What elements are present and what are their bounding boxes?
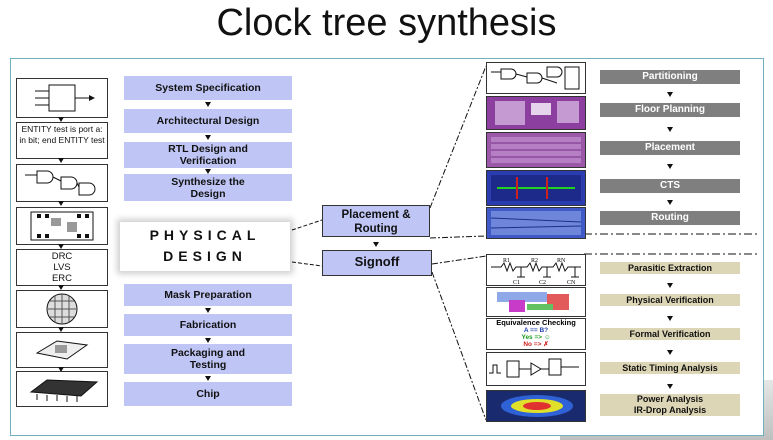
left-arrow-2	[58, 158, 64, 163]
equivalence-line1: A == B?	[523, 326, 549, 334]
ic-chip-graphic	[29, 379, 99, 402]
step-physical-verification: Physical Verification	[600, 294, 740, 306]
flow-chip: Chip	[124, 382, 292, 406]
rt-arrow-1	[667, 92, 673, 97]
flow-arrow-5	[205, 338, 211, 343]
thumb-gates-graphic	[491, 66, 580, 90]
thumb-timing-graphic	[489, 358, 579, 378]
flow-arrow-4	[205, 308, 211, 313]
equivalence-line2: Yes => ☺	[521, 333, 551, 341]
check-lvs: LVS	[53, 262, 71, 273]
layout-chip-graphic	[30, 211, 94, 241]
left-arrow-6	[58, 327, 64, 332]
pr-upper-line	[429, 65, 487, 209]
step-partitioning: Partitioning	[600, 70, 740, 84]
flow-synthesize: Synthesize the Design	[124, 174, 292, 201]
pr-lower-line	[429, 235, 487, 239]
entity-code-box: ENTITY test is port a: in bit; end ENTIT…	[16, 122, 108, 159]
layout-chip-icon	[16, 207, 108, 245]
ic-chip-icon	[16, 371, 108, 407]
step-formal-verification: Formal Verification	[600, 328, 740, 340]
label-r1: R1	[503, 258, 510, 264]
pd-to-signoff-line	[291, 261, 323, 267]
placement-routing-box: Placement & Routing	[322, 205, 430, 237]
block-symbol-graphic	[35, 84, 95, 112]
signoff-box: Signoff	[322, 250, 432, 276]
signoff-upper-line	[431, 255, 487, 265]
equivalence-line3: No => ✗	[523, 340, 549, 348]
check-erc: ERC	[51, 273, 73, 284]
flow-arrow-2	[205, 135, 211, 140]
mid-arrow	[373, 242, 379, 247]
physical-design-line1: PHYSICAL	[149, 227, 261, 243]
checks-box: DRC LVS ERC	[16, 249, 108, 286]
physical-design-box: PHYSICAL DESIGN	[120, 222, 290, 271]
thumb-floorplan	[486, 96, 586, 130]
step-routing: Routing	[600, 211, 740, 225]
thumb-cts-graphic	[491, 175, 581, 201]
thumb-cts	[486, 170, 586, 206]
rb-arrow-2	[667, 316, 673, 321]
thumb-gates	[486, 62, 586, 94]
left-arrow-5	[58, 285, 64, 290]
left-arrow-4	[58, 244, 64, 249]
label-cn: CN	[567, 280, 576, 285]
rt-arrow-3	[667, 164, 673, 169]
page-title: Clock tree synthesis	[216, 2, 557, 44]
flow-arrow-3	[205, 169, 211, 174]
step-placement: Placement	[600, 141, 740, 155]
step-cts: CTS	[600, 179, 740, 193]
step-static-timing-analysis: Static Timing Analysis	[600, 362, 740, 374]
left-arrow-3	[58, 201, 64, 206]
step-floor-planning: Floor Planning	[600, 103, 740, 117]
thumb-pv-graphic	[497, 292, 569, 312]
package-die-icon	[16, 332, 108, 368]
package-die-graphic	[35, 340, 89, 360]
flow-packaging-testing: Packaging and Testing	[124, 344, 292, 374]
label-c2: C2	[539, 280, 546, 285]
physical-design-line2: DESIGN	[163, 248, 247, 264]
rb-arrow-3	[667, 350, 673, 355]
step-power-ir-analysis: Power Analysis IR-Drop Analysis	[600, 394, 740, 416]
thumb-routing	[486, 207, 586, 239]
thumb-ir-drop	[486, 390, 586, 422]
flow-arrow-6	[205, 376, 211, 381]
check-drc: DRC	[51, 251, 73, 262]
signoff-lower-line	[431, 271, 487, 421]
left-arrow-1	[58, 117, 64, 122]
label-r2: R2	[531, 258, 538, 264]
thumb-placement	[486, 132, 586, 168]
label-rn: RN	[557, 258, 566, 264]
thumb-physical-verification	[486, 287, 586, 317]
flow-mask-preparation: Mask Preparation	[124, 284, 292, 306]
wafer-graphic	[46, 293, 78, 325]
label-c1: C1	[513, 280, 520, 285]
thumb-rc-circuit: R1 R2 RN C1 C2 CN	[486, 254, 586, 286]
thumb-rc-graphic: R1 R2 RN C1 C2 CN	[491, 258, 581, 285]
rt-arrow-4	[667, 200, 673, 205]
step-parasitic-extraction: Parasitic Extraction	[600, 262, 740, 274]
flow-rtl-design: RTL Design and Verification	[124, 142, 292, 168]
thumb-placement-graphic	[491, 137, 581, 163]
thumb-timing	[486, 352, 586, 386]
flow-architectural-design: Architectural Design	[124, 109, 292, 133]
equivalence-title: Equivalence Checking	[496, 318, 576, 327]
thumb-routing-graphic	[490, 211, 582, 235]
rb-arrow-4	[667, 384, 673, 389]
flow-fabrication: Fabrication	[124, 314, 292, 336]
left-arrow-7	[58, 367, 64, 372]
rb-arrow-1	[667, 283, 673, 288]
rt-arrow-2	[667, 127, 673, 132]
block-symbol-icon	[16, 78, 108, 118]
thumb-equivalence: Equivalence Checking A == B? Yes => ☺ No…	[486, 318, 586, 350]
flow-arrow-1	[205, 102, 211, 107]
thumb-floorplan-graphic	[495, 101, 579, 125]
flow-system-specification: System Specification	[124, 76, 292, 100]
wafer-icon	[16, 290, 108, 328]
pd-to-placement-line	[291, 219, 323, 231]
gate-netlist-graphic	[25, 170, 96, 196]
thumb-ir-graphic	[501, 395, 573, 417]
